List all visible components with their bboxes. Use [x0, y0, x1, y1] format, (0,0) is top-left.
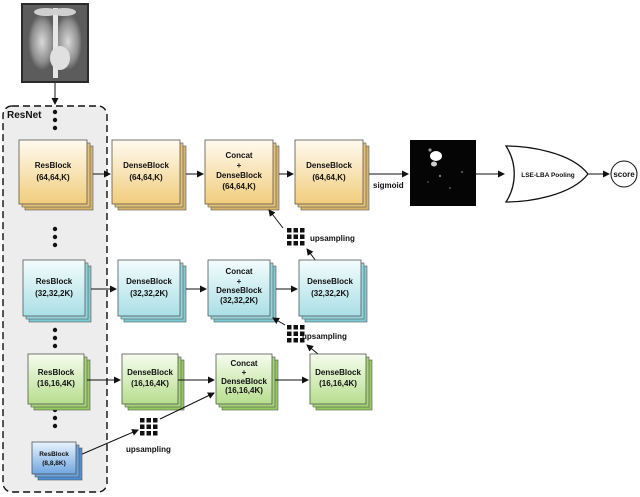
denseblock-16: DenseBlock (16,16,4K) — [121, 353, 185, 411]
denseblock-32-out: DenseBlock (32,32,2K) — [298, 259, 368, 323]
arrow-dense16out-to-upsampling2 — [306, 344, 319, 355]
resblock-64: ResBlock (64,64,K) — [18, 139, 94, 211]
denseblock-64-out-dims: (64,64,K) — [312, 173, 346, 182]
concat-16-dims: (16,16,4K) — [225, 386, 263, 395]
denseblock-16-dims: (16,16,4K) — [131, 379, 169, 388]
ellipsis-dots — [52, 109, 58, 429]
arrow-res8-to-upsampling3 — [79, 429, 139, 456]
denseblock-16-out: DenseBlock (16,16,4K) — [309, 353, 373, 411]
upsampling-label-1: upsampling — [310, 234, 355, 243]
concat-denseblock-16: Concat + DenseBlock (16,16,4K) — [215, 353, 279, 411]
denseblock-32-dims: (32,32,2K) — [130, 289, 168, 298]
concat-32-top: Concat — [225, 267, 252, 276]
concat-16-plus: + — [242, 368, 247, 377]
chest-xray-image — [21, 3, 89, 83]
concat-16-name: DenseBlock — [221, 377, 267, 386]
resblock-8-name: ResBlock — [39, 451, 69, 458]
arrow-upsampling1-to-concat64 — [268, 209, 284, 229]
resblock-8: ResBlock (8,8,8K) — [31, 441, 83, 481]
denseblock-64-out-name: DenseBlock — [306, 161, 352, 170]
denseblock-16-name: DenseBlock — [127, 368, 173, 377]
denseblock-16-out-dims: (16,16,4K) — [319, 379, 357, 388]
resblock-32-dims: (32,32,2K) — [35, 289, 73, 298]
upsampling-grid-icon — [287, 325, 305, 343]
concat-32-name: DenseBlock — [216, 286, 262, 295]
denseblock-64-dims: (64,64,K) — [129, 173, 163, 182]
denseblock-64-name: DenseBlock — [123, 161, 169, 170]
denseblock-64-out: DenseBlock (64,64,K) — [294, 139, 370, 211]
upsampling-grid-icon — [287, 228, 305, 246]
resblock-16-dims: (16,16,4K) — [37, 379, 75, 388]
sigmoid-label: sigmoid — [373, 181, 404, 190]
score-label: score — [613, 170, 635, 179]
lse-lba-pooling-gate: LSE-LBA Pooling — [504, 145, 589, 203]
denseblock-32: DenseBlock (32,32,2K) — [117, 259, 187, 323]
arrow-dense32out-to-upsampling1 — [306, 248, 317, 262]
concat-16-top: Concat — [230, 359, 257, 368]
resblock-16-name: ResBlock — [38, 368, 75, 377]
resblock-64-name: ResBlock — [35, 161, 72, 170]
denseblock-64: DenseBlock (64,64,K) — [111, 139, 187, 211]
upsampling-label-3: upsampling — [126, 445, 171, 454]
concat-64-top: Concat — [225, 151, 252, 160]
upsampling-label-2: upsampling — [302, 332, 347, 341]
concat-64-plus: + — [237, 161, 242, 170]
concat-denseblock-32: Concat + DenseBlock (32,32,2K) — [207, 259, 277, 323]
concat-64-dims: (64,64,K) — [222, 182, 256, 191]
resblock-64-dims: (64,64,K) — [36, 173, 70, 182]
pooling-label: LSE-LBA Pooling — [521, 172, 575, 179]
resblock-32: ResBlock (32,32,2K) — [22, 259, 92, 323]
concat-32-dims: (32,32,2K) — [220, 296, 258, 305]
denseblock-32-out-name: DenseBlock — [307, 277, 353, 286]
resblock-16: ResBlock (16,16,4K) — [27, 353, 91, 411]
resblock-32-name: ResBlock — [36, 277, 73, 286]
upsampling-grid-icon — [140, 418, 158, 436]
denseblock-32-out-dims: (32,32,2K) — [311, 289, 349, 298]
resblock-8-dims: (8,8,8K) — [42, 460, 65, 467]
arrow-upsampling2-to-concat32 — [272, 317, 286, 326]
heatmap-image — [410, 140, 476, 206]
denseblock-16-out-name: DenseBlock — [315, 368, 361, 377]
arrow-upsampling3-to-concat16 — [159, 392, 215, 420]
concat-denseblock-64: Concat + DenseBlock (64,64,K) — [204, 139, 280, 211]
concat-32-plus: + — [237, 277, 242, 286]
concat-64-name: DenseBlock — [216, 171, 262, 180]
denseblock-32-name: DenseBlock — [126, 277, 172, 286]
resnet-label: ResNet — [7, 110, 42, 121]
score-node: score — [610, 160, 638, 188]
